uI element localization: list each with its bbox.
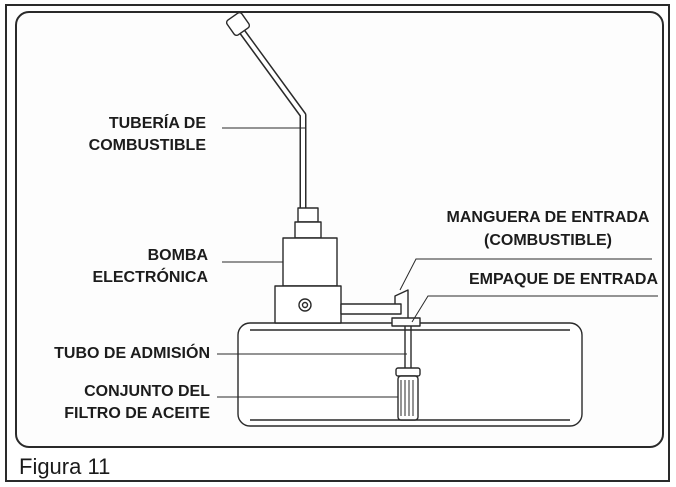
- label-fuel-line-2: COMBUSTIBLE: [89, 137, 207, 154]
- label-inlet-gasket: EMPAQUE DE ENTRADA: [469, 271, 658, 288]
- label-inlet-hose-1: MANGUERA DE ENTRADA: [447, 209, 650, 226]
- label-pump-1: BOMBA: [148, 247, 209, 264]
- filter-mesh: [400, 380, 414, 416]
- leader-inlet-gasket: [411, 295, 658, 323]
- pump-upper-body: [282, 237, 338, 287]
- label-intake-tube: TUBO DE ADMISIÓN: [54, 343, 210, 362]
- label-pump-2: ELECTRÓNICA: [92, 267, 208, 286]
- fuel-line-tip: [225, 11, 251, 37]
- fuel-line-pipe-inner: [236, 24, 305, 210]
- inlet-gasket-shape: [391, 317, 421, 327]
- label-inlet-hose-2: (COMBUSTIBLE): [484, 232, 612, 249]
- label-filter-2: FILTRO DE ACEITE: [64, 405, 210, 422]
- label-filter-1: CONJUNTO DEL: [84, 383, 210, 400]
- figure-caption: Figura 11: [19, 454, 111, 479]
- pipe-fitting-lower: [294, 221, 322, 239]
- fuel-line-pipe-outer: [235, 23, 307, 210]
- label-fuel-line-1: TUBERÍA DE: [109, 113, 207, 132]
- pump-bolt-inner: [301, 301, 309, 309]
- filter-cap: [395, 367, 421, 377]
- inlet-hose-bend: [394, 289, 409, 322]
- leader-inlet-hose: [399, 258, 652, 291]
- pump-outlet-connector: [340, 303, 402, 315]
- pipe-fitting-upper: [297, 207, 319, 223]
